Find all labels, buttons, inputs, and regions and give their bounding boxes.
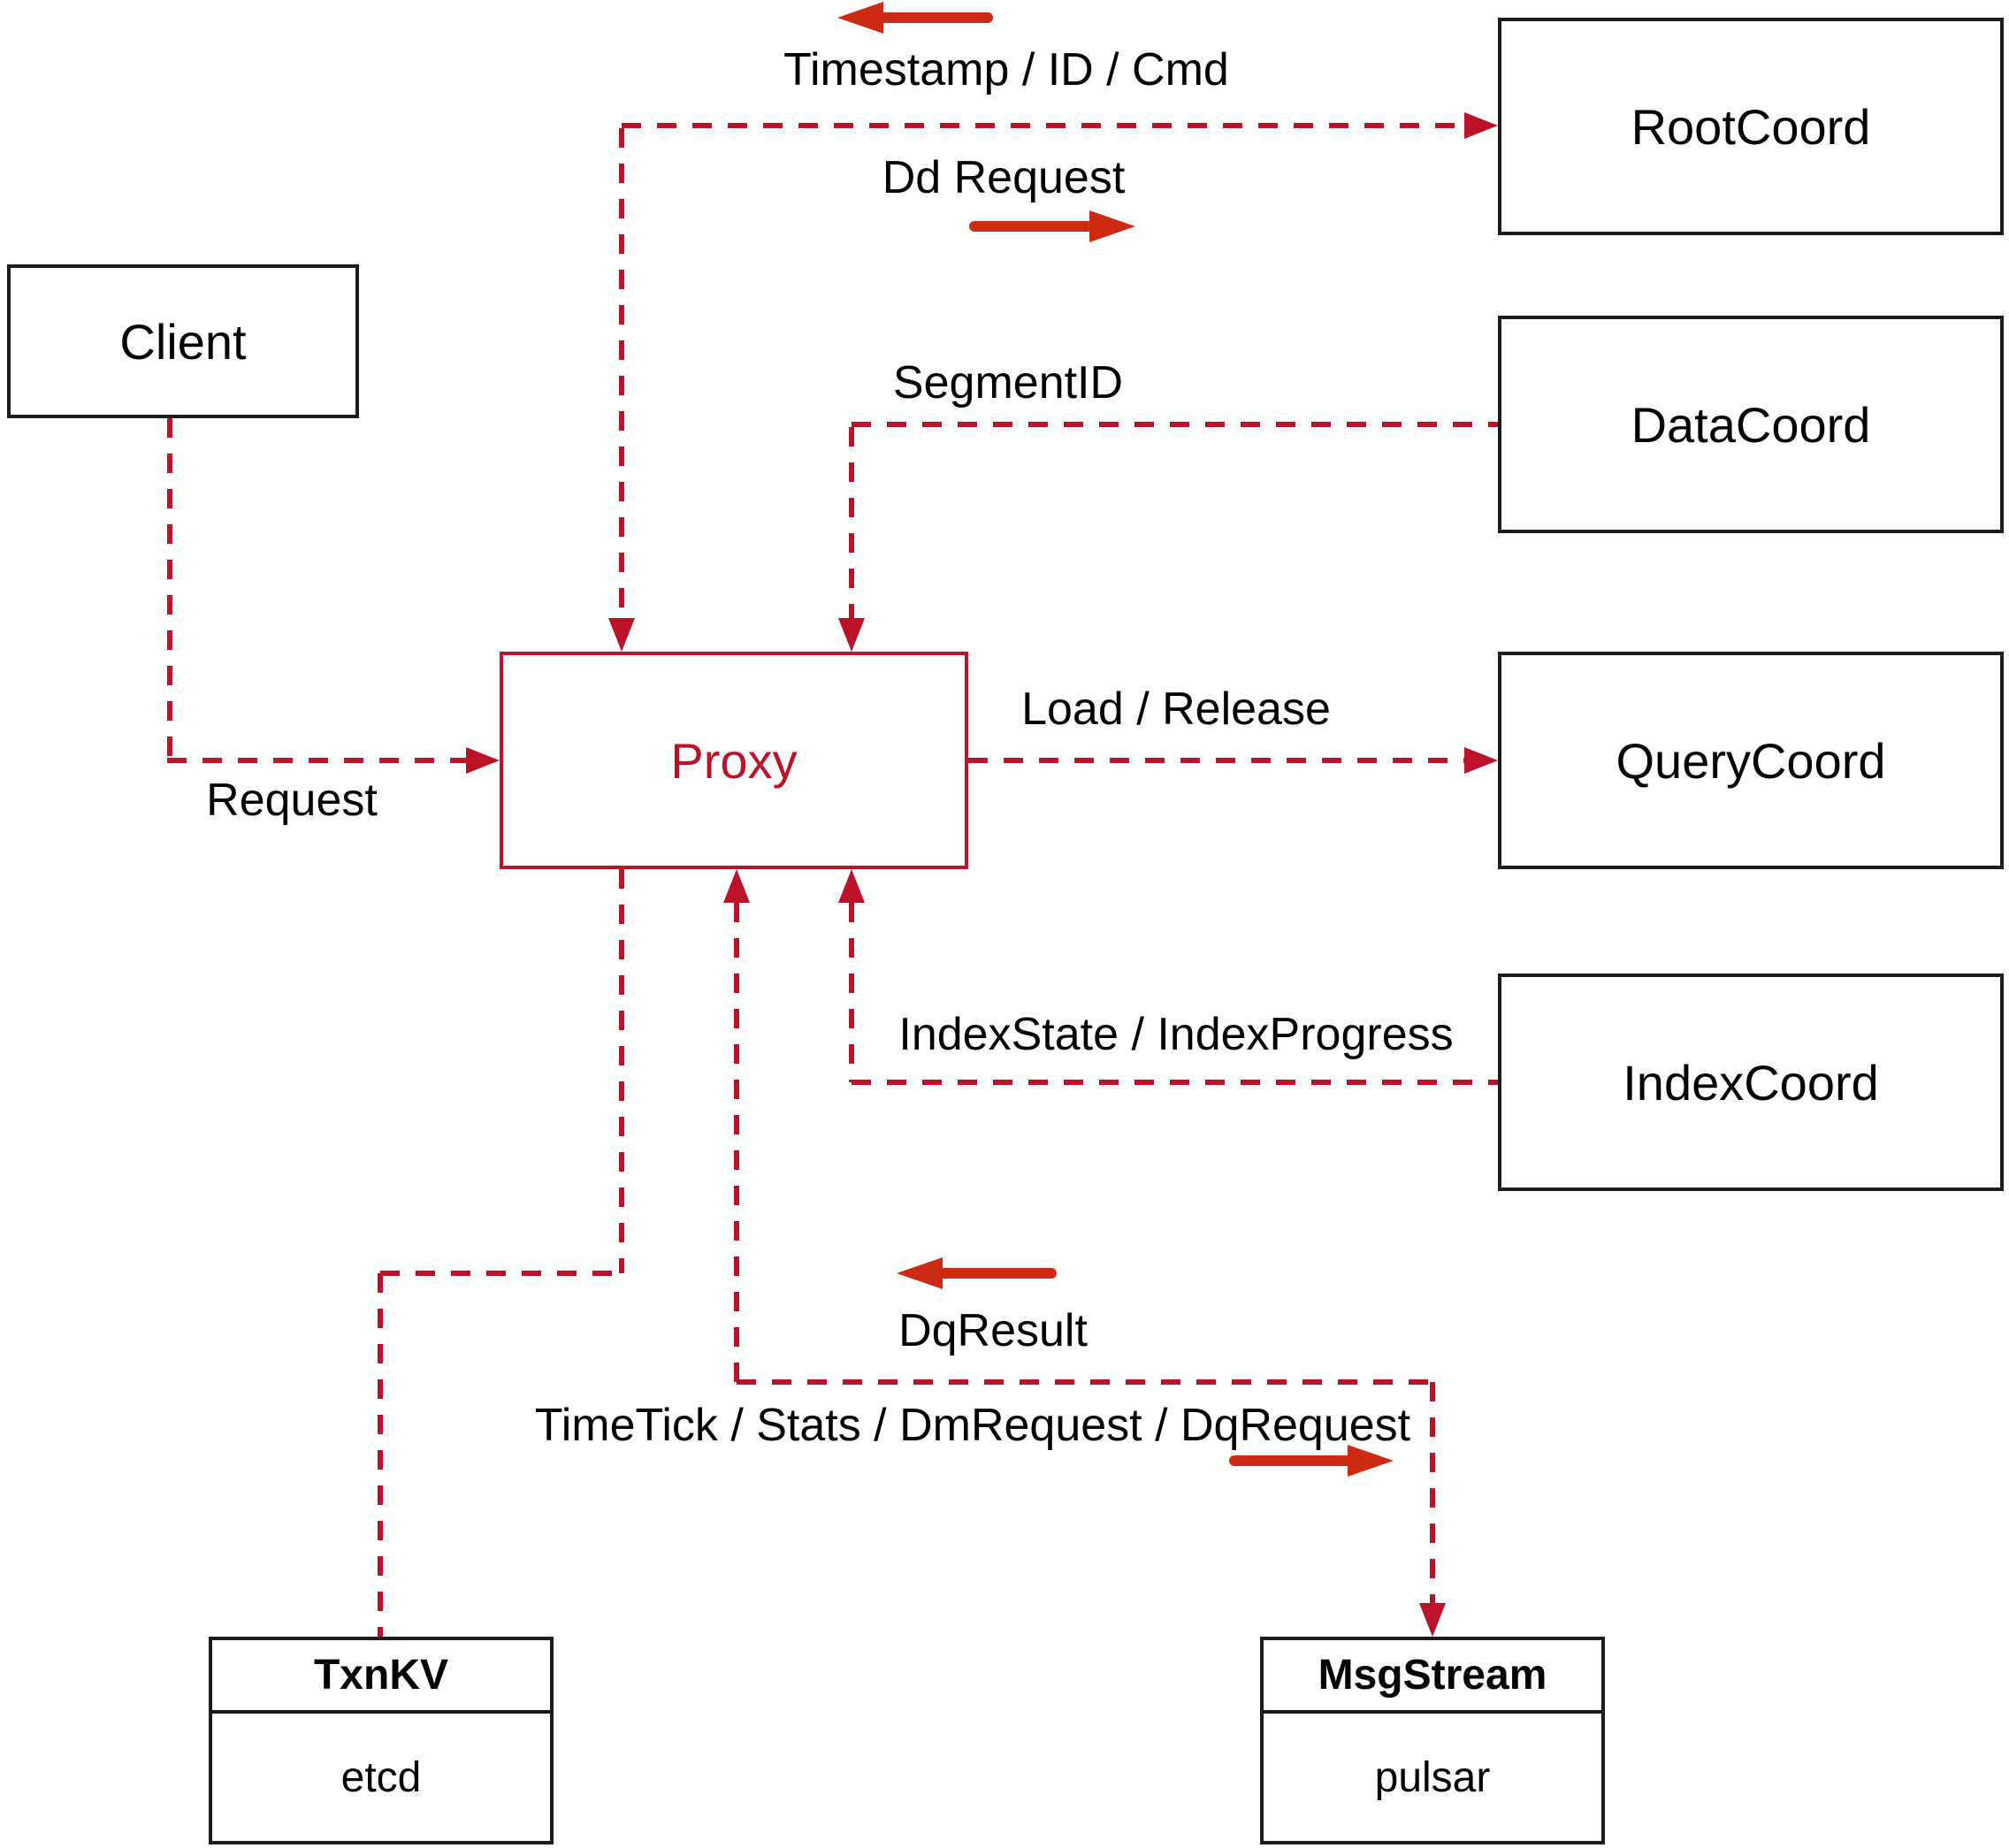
edge-proxy-txnkv-vertical-lower — [378, 1273, 383, 1637]
edge-client-proxy-arrowhead — [466, 747, 500, 774]
edge-msgstream-proxy-vertical — [734, 903, 739, 1382]
edge-indexcoord-proxy-horizontal — [852, 1080, 1498, 1085]
arrow-right-icon — [1348, 1445, 1394, 1477]
dqresult-return-arrow-icon — [897, 1257, 1057, 1289]
node-msgstream-impl: pulsar — [1374, 1753, 1491, 1801]
edge-proxy-querycoord-horizontal — [968, 758, 1464, 763]
edge-proxy-rootcoord-arrowhead — [1464, 112, 1498, 139]
node-rootcoord-label: RootCoord — [1631, 98, 1871, 155]
edge-proxy-msgstream-horizontal — [737, 1379, 1432, 1385]
edge-indexcoord-proxy-vertical — [849, 903, 854, 1082]
node-datacoord-label: DataCoord — [1631, 396, 1871, 453]
node-txnkv-title: TxnKV — [212, 1640, 550, 1714]
node-indexcoord-label: IndexCoord — [1623, 1054, 1879, 1111]
edge-label-request: Request — [206, 775, 378, 826]
node-indexcoord: IndexCoord — [1498, 974, 2004, 1191]
edge-label-indexstate-indexprogress: IndexState / IndexProgress — [898, 1009, 1454, 1060]
edge-datacoord-proxy-vertical — [849, 427, 854, 618]
node-msgstream-title: MsgStream — [1264, 1640, 1601, 1714]
arrow-left-icon — [837, 2, 883, 34]
edge-rootcoord-proxy-arrowhead — [608, 618, 635, 652]
arrow-shaft — [969, 221, 1093, 232]
node-client: Client — [7, 264, 359, 418]
edge-label-timetick-stats: TimeTick / Stats / DmRequest / DqRequest — [534, 1400, 1411, 1451]
edge-label-segment-id: SegmentID — [892, 357, 1124, 409]
edge-proxy-rootcoord-horizontal — [622, 123, 1464, 128]
timestamp-return-arrow-icon — [837, 2, 993, 34]
node-client-label: Client — [119, 313, 247, 370]
edge-label-load-release: Load / Release — [1021, 683, 1331, 735]
node-rootcoord: RootCoord — [1498, 18, 2004, 235]
edge-label-timestamp-id-cmd: Timestamp / ID / Cmd — [783, 44, 1229, 95]
dd-request-send-arrow-icon — [969, 210, 1135, 242]
edge-label-dd-request: Dd Request — [882, 152, 1126, 203]
arrow-left-icon — [897, 1257, 943, 1289]
timetick-send-arrow-icon — [1229, 1445, 1394, 1477]
arrow-shaft — [880, 12, 993, 23]
node-querycoord: QueryCoord — [1498, 652, 2004, 869]
node-datacoord: DataCoord — [1498, 316, 2004, 533]
edge-label-dqresult: DqResult — [898, 1305, 1088, 1356]
edge-msgstream-proxy-arrowhead — [723, 869, 750, 903]
arrow-right-icon — [1089, 210, 1135, 242]
edge-proxy-txnkv-horizontal — [380, 1271, 622, 1276]
node-txnkv: TxnKV etcd — [209, 1637, 554, 1844]
edge-datacoord-proxy-horizontal — [852, 422, 1498, 427]
edge-client-proxy-vertical — [167, 418, 172, 760]
arrow-shaft — [1229, 1455, 1351, 1466]
node-proxy: Proxy — [500, 652, 968, 869]
edge-client-proxy-horizontal — [167, 758, 466, 763]
node-proxy-label: Proxy — [670, 732, 798, 789]
edge-indexcoord-proxy-arrowhead — [838, 869, 865, 903]
edge-proxy-msgstream-arrowhead — [1419, 1603, 1446, 1637]
edge-proxy-msgstream-vertical — [1430, 1382, 1435, 1603]
node-txnkv-impl: etcd — [340, 1753, 422, 1801]
edge-proxy-txnkv-vertical-upper — [619, 869, 624, 1273]
edge-proxy-querycoord-arrowhead — [1464, 747, 1498, 774]
edge-datacoord-proxy-arrowhead — [838, 618, 865, 652]
arrow-shaft — [939, 1268, 1057, 1279]
node-querycoord-label: QueryCoord — [1616, 732, 1886, 789]
edge-proxy-rootcoord-vertical — [619, 128, 624, 618]
node-msgstream: MsgStream pulsar — [1260, 1637, 1605, 1844]
